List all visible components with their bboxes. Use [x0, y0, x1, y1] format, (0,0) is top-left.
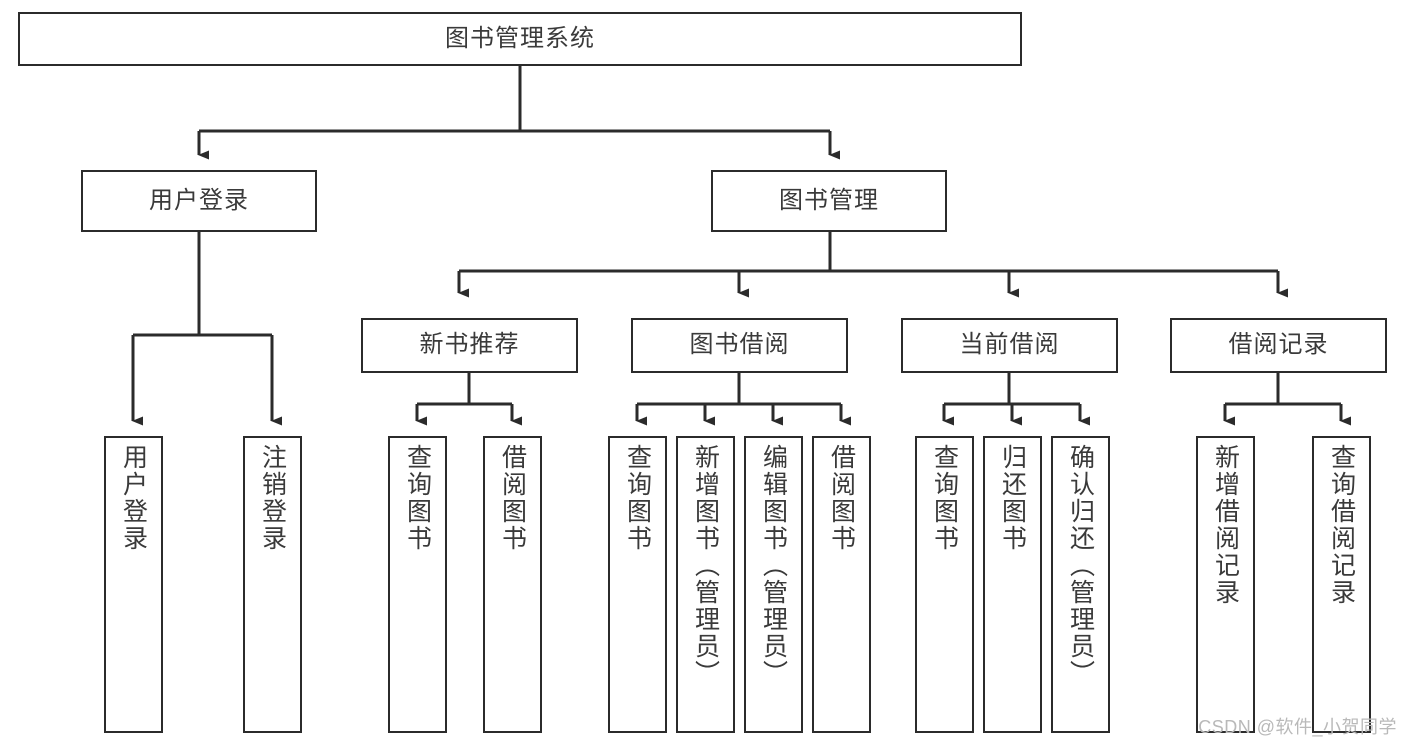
- leaf-new-book-borrow-book[interactable]: 借阅图书: [483, 436, 542, 733]
- node-new-book-recommend[interactable]: 新书推荐: [361, 318, 578, 373]
- node-label: 编辑图书（管理员）: [759, 444, 788, 687]
- node-borrow-record[interactable]: 借阅记录: [1170, 318, 1387, 373]
- leaf-book-borrow-edit-book-admin[interactable]: 编辑图书（管理员）: [744, 436, 803, 733]
- node-label: 当前借阅: [959, 331, 1060, 359]
- leaf-borrow-record-query-record[interactable]: 查询借阅记录: [1312, 436, 1371, 733]
- node-label: 新增借阅记录: [1211, 444, 1240, 606]
- node-label: 用户登录: [119, 444, 148, 552]
- node-label: 借阅图书: [498, 444, 527, 552]
- leaf-book-borrow-borrow-book[interactable]: 借阅图书: [812, 436, 871, 733]
- leaf-user-login-logout[interactable]: 注销登录: [243, 436, 302, 733]
- leaf-borrow-record-add-record[interactable]: 新增借阅记录: [1196, 436, 1255, 733]
- node-label: 图书管理系统: [445, 24, 595, 52]
- node-label: 新增图书（管理员）: [691, 444, 720, 687]
- node-label: 确认归还（管理员）: [1066, 444, 1095, 687]
- leaf-book-borrow-add-book-admin[interactable]: 新增图书（管理员）: [676, 436, 735, 733]
- node-label: 图书管理: [779, 186, 879, 214]
- leaf-new-book-query-book[interactable]: 查询图书: [388, 436, 447, 733]
- node-current-borrow[interactable]: 当前借阅: [901, 318, 1118, 373]
- node-label: 借阅图书: [827, 444, 856, 552]
- leaf-current-borrow-query-book[interactable]: 查询图书: [915, 436, 974, 733]
- node-label: 借阅记录: [1228, 331, 1329, 359]
- node-label: 注销登录: [258, 444, 287, 552]
- node-book-borrow[interactable]: 图书借阅: [631, 318, 848, 373]
- leaf-current-borrow-return-book[interactable]: 归还图书: [983, 436, 1042, 733]
- node-book-management[interactable]: 图书管理: [711, 170, 947, 232]
- leaf-book-borrow-query-book[interactable]: 查询图书: [608, 436, 667, 733]
- csdn-watermark: CSDN @软件_小贺同学: [1198, 717, 1397, 737]
- leaf-user-login-login[interactable]: 用户登录: [104, 436, 163, 733]
- node-label: 归还图书: [998, 444, 1027, 552]
- node-label: 查询借阅记录: [1327, 444, 1356, 606]
- node-label: 图书借阅: [689, 331, 790, 359]
- node-label: 新书推荐: [419, 331, 520, 359]
- node-label: 查询图书: [930, 444, 959, 552]
- leaf-current-borrow-confirm-return-admin[interactable]: 确认归还（管理员）: [1051, 436, 1110, 733]
- node-user-login[interactable]: 用户登录: [81, 170, 317, 232]
- node-label: 查询图书: [623, 444, 652, 552]
- node-root-book-management-system[interactable]: 图书管理系统: [18, 12, 1022, 66]
- node-label: 查询图书: [403, 444, 432, 552]
- node-label: 用户登录: [149, 186, 249, 214]
